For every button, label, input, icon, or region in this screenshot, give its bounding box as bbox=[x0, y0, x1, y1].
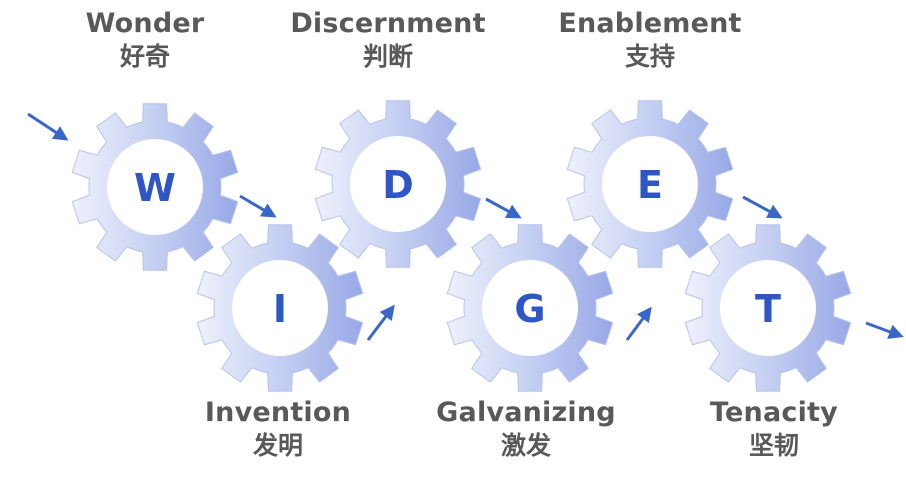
gear-icon: T bbox=[684, 224, 852, 392]
stage-label-tenacity: Tenacity 坚韧 bbox=[644, 397, 904, 461]
arrow-icon bbox=[865, 321, 904, 339]
gear-icon: D bbox=[314, 100, 482, 268]
stage-label-invention: Invention 发明 bbox=[148, 397, 408, 461]
stage-name-zh: 激发 bbox=[500, 431, 551, 461]
gear-letter: D bbox=[382, 163, 414, 207]
stage-name-en: Wonder bbox=[85, 8, 205, 39]
arrow-icon bbox=[485, 197, 522, 219]
stage-label-enablement: Enablement 支持 bbox=[520, 8, 780, 72]
gear-hub bbox=[232, 260, 328, 356]
stage-name-zh: 坚韧 bbox=[748, 431, 799, 461]
stage-name-en: Enablement bbox=[558, 8, 742, 39]
stage-label-galvanizing: Galvanizing 激发 bbox=[396, 397, 656, 461]
stage-name-en: Galvanizing bbox=[436, 397, 616, 428]
arrow-icon bbox=[239, 194, 277, 218]
stage-name-en: Discernment bbox=[290, 8, 486, 39]
stage-label-discernment: Discernment 判断 bbox=[258, 8, 518, 72]
arrow-icon bbox=[742, 195, 783, 219]
stage-name-en: Tenacity bbox=[710, 397, 838, 428]
gear-letter: W bbox=[134, 166, 176, 210]
gear-letter: T bbox=[755, 287, 781, 331]
stage-name-zh: 支持 bbox=[624, 42, 675, 72]
gear-icon: W bbox=[71, 103, 239, 271]
gear-hub bbox=[350, 136, 446, 232]
stage-name-en: Invention bbox=[204, 397, 352, 428]
gear-hub bbox=[720, 260, 816, 356]
arrow-icon bbox=[366, 304, 395, 341]
gear-hub bbox=[602, 136, 698, 232]
gear-letter: I bbox=[273, 287, 287, 331]
stage-name-zh: 好奇 bbox=[119, 42, 170, 72]
stage-label-wonder: Wonder 好奇 bbox=[15, 8, 275, 72]
gear-icon: G bbox=[446, 224, 614, 392]
gear-letter: E bbox=[637, 163, 663, 207]
gear-hub bbox=[482, 260, 578, 356]
gear-icon: I bbox=[196, 224, 364, 392]
arrow-icon bbox=[625, 306, 652, 341]
gear-hub bbox=[107, 139, 203, 235]
stage-name-zh: 发明 bbox=[252, 431, 303, 461]
arrow-icon bbox=[27, 112, 69, 141]
stage-name-zh: 判断 bbox=[362, 42, 413, 72]
gear-letter: G bbox=[514, 287, 545, 331]
gear-icon: E bbox=[566, 100, 734, 268]
